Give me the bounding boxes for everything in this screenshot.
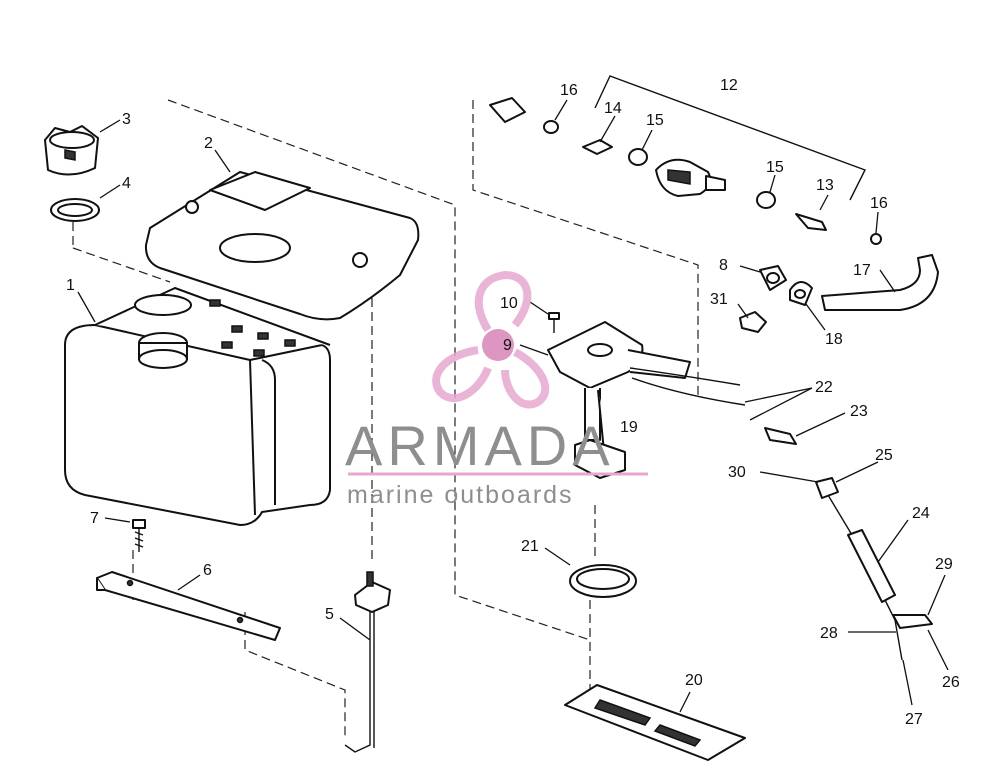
fuel-pickup-assembly	[547, 321, 746, 479]
callout-1: 1	[66, 277, 75, 294]
assembly-guide-lines	[72, 99, 699, 740]
callout-numbers: 1 2 3 4 5 6 7 8 9 10 12 13 14 15 15 16 1…	[66, 77, 960, 728]
callout-3: 3	[122, 111, 131, 128]
callout-19: 19	[620, 419, 638, 436]
callout-30: 30	[728, 464, 746, 481]
callout-25: 25	[875, 447, 893, 464]
callout-17: 17	[853, 262, 871, 279]
o-ring	[50, 198, 100, 222]
watermark-tagline: marine outboards	[347, 481, 574, 509]
callout-10: 10	[500, 295, 518, 312]
clamp-31	[739, 311, 767, 333]
fuel-gauge	[344, 571, 391, 753]
callout-15a: 15	[646, 112, 664, 129]
connector	[764, 427, 797, 445]
callout-20: 20	[685, 672, 703, 689]
callout-5: 5	[325, 606, 334, 623]
pickup-screw	[548, 312, 560, 333]
sender-harness	[815, 477, 933, 661]
callout-27: 27	[905, 711, 923, 728]
callout-23: 23	[850, 403, 868, 420]
callout-22: 22	[815, 379, 833, 396]
hose-clamp	[759, 265, 787, 291]
callout-28: 28	[820, 625, 838, 642]
watermark-brand: ARMADA	[345, 414, 615, 477]
fuel-hose	[821, 254, 939, 311]
callout-13: 13	[816, 177, 834, 194]
callout-12: 12	[720, 77, 738, 94]
callout-leaders	[77, 99, 949, 713]
callout-6: 6	[203, 562, 212, 579]
mounting-screw	[132, 519, 146, 552]
callout-24: 24	[912, 505, 930, 522]
fuel-tank	[64, 287, 331, 526]
fill-cap	[44, 125, 99, 176]
callout-9: 9	[503, 337, 512, 354]
callout-8: 8	[719, 257, 728, 274]
callout-26: 26	[942, 674, 960, 691]
callout-16b: 16	[870, 195, 888, 212]
tank-bracket	[96, 571, 281, 641]
callout-4: 4	[122, 175, 131, 192]
filter-plate	[564, 684, 746, 761]
callout-16a: 16	[560, 82, 578, 99]
propeller-logo-icon	[432, 270, 550, 409]
callout-31: 31	[710, 291, 728, 308]
armada-watermark: ARMADA marine outboards	[345, 270, 648, 509]
primer-hose-assembly	[489, 75, 882, 245]
callout-15b: 15	[766, 159, 784, 176]
callout-21: 21	[521, 538, 539, 555]
callout-7: 7	[90, 510, 99, 527]
callout-14: 14	[604, 100, 622, 117]
pickup-gasket	[569, 564, 637, 598]
callout-18: 18	[825, 331, 843, 348]
tank-cover	[144, 171, 420, 321]
clamp-18	[789, 281, 813, 306]
callout-2: 2	[204, 135, 213, 152]
callout-29: 29	[935, 556, 953, 573]
